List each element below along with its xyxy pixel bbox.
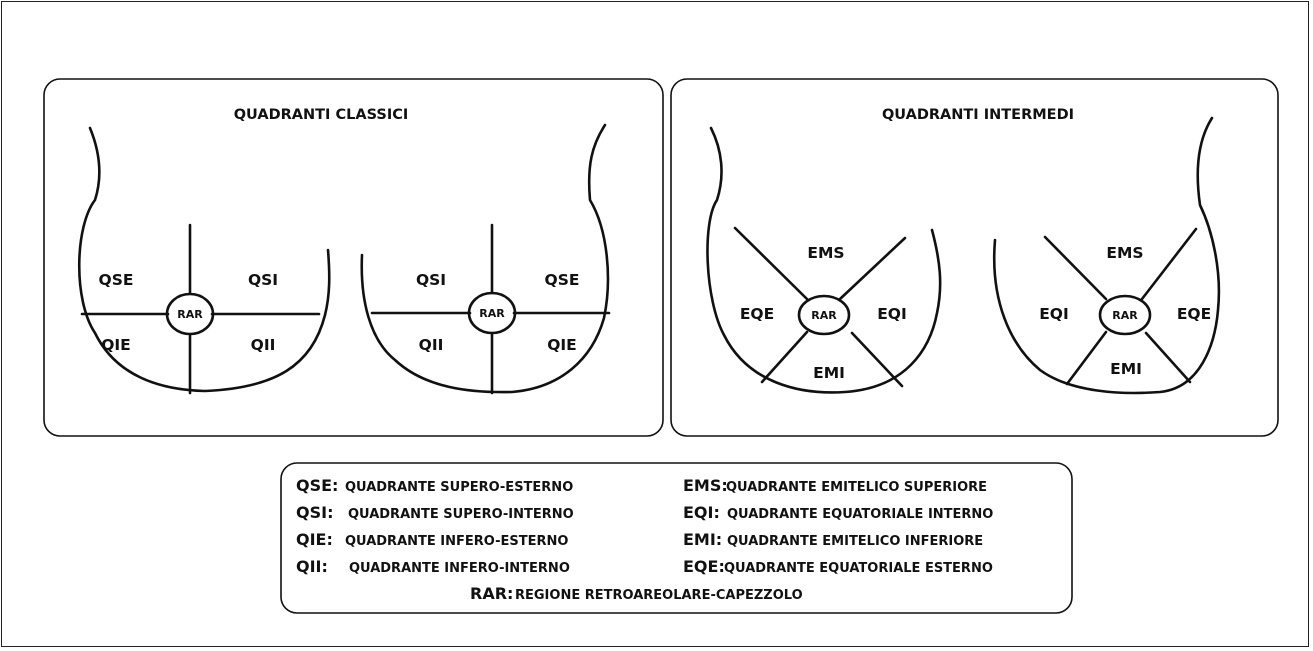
label-qii-right: QII — [419, 336, 444, 354]
panel-classic-title: QUADRANTI CLASSICI — [234, 107, 409, 123]
legend-key-rar: RAR: — [470, 584, 513, 603]
legend-key-qie: QIE: — [296, 530, 333, 549]
legend-key-qse: QSE: — [296, 476, 338, 495]
legend-text-eqe: QUADRANTE EQUATORIALE ESTERNO — [724, 561, 993, 576]
label-qie-left: QIE — [101, 336, 131, 354]
label-eqe-right: EQE — [1177, 305, 1211, 323]
left-breast-ray-lower-left — [760, 330, 809, 384]
label-qsi-right: QSI — [416, 271, 446, 289]
left-breast-rar-circle-intermediate — [797, 294, 851, 336]
label-rar-left-classic: RAR — [177, 308, 203, 321]
right-breast-ray-upper-right — [1140, 227, 1198, 301]
legend-key-ems: EMS: — [683, 476, 728, 495]
right-breast-ray-upper-left — [1043, 235, 1108, 301]
label-emi-left: EMI — [813, 364, 845, 382]
legend-text-qie: QUADRANTE INFERO-ESTERNO — [345, 534, 568, 549]
legend-key-qii: QII: — [296, 557, 328, 576]
left-breast-outline-classic — [77, 126, 331, 393]
label-ems-left: EMS — [807, 244, 844, 262]
label-eqi-right: EQI — [1039, 305, 1069, 323]
right-breast-rar-circle — [467, 291, 517, 335]
right-breast-ray-lower-left — [1065, 330, 1108, 386]
label-rar-right-intermediate: RAR — [1112, 309, 1138, 322]
label-eqi-left: EQI — [877, 305, 907, 323]
left-breast-outline-intermediate — [706, 126, 942, 394]
left-breast-rar-circle — [165, 292, 215, 336]
legend-text-qse: QUADRANTE SUPERO-ESTERNO — [345, 480, 573, 495]
legend-key-eqi: EQI: — [683, 503, 720, 522]
legend-key-qsi: QSI: — [296, 503, 333, 522]
left-breast-ray-upper-right — [838, 236, 907, 301]
label-qie-right: QIE — [547, 336, 577, 354]
label-qse-left: QSE — [99, 271, 134, 289]
legend-text-qii: QUADRANTE INFERO-INTERNO — [349, 561, 570, 576]
label-ems-right: EMS — [1106, 244, 1143, 262]
legend-box — [280, 462, 1073, 614]
legend-text-ems: QUADRANTE EMITELICO SUPERIORE — [726, 480, 987, 495]
right-breast-outline-intermediate — [992, 116, 1221, 395]
left-breast-ray-lower-right — [850, 331, 904, 388]
right-breast-ray-lower-right — [1144, 331, 1192, 384]
left-breast-ray-upper-left — [733, 226, 810, 302]
label-qii-left: QII — [251, 336, 276, 354]
label-rar-left-intermediate: RAR — [811, 309, 837, 322]
right-breast-outline-classic — [360, 123, 610, 394]
legend-key-emi: EMI: — [683, 530, 722, 549]
label-eqe-left: EQE — [740, 305, 774, 323]
panel-classic-box — [43, 78, 664, 437]
right-breast-rar-circle-intermediate — [1098, 294, 1152, 336]
panel-intermediate-box — [670, 78, 1279, 437]
legend-key-eqe: EQE: — [683, 557, 725, 576]
legend-text-qsi: QUADRANTE SUPERO-INTERNO — [348, 507, 574, 522]
legend-text-emi: QUADRANTE EMITELICO INFERIORE — [727, 534, 983, 549]
panel-intermediate-title: QUADRANTI INTERMEDI — [882, 107, 1074, 123]
legend-text-rar: REGIONE RETROAREOLARE-CAPEZZOLO — [515, 588, 803, 603]
label-qsi-left: QSI — [248, 271, 278, 289]
legend-text-eqi: QUADRANTE EQUATORIALE INTERNO — [727, 507, 993, 522]
label-qse-right: QSE — [545, 271, 580, 289]
label-rar-right-classic: RAR — [479, 307, 505, 320]
label-emi-right: EMI — [1110, 360, 1142, 378]
